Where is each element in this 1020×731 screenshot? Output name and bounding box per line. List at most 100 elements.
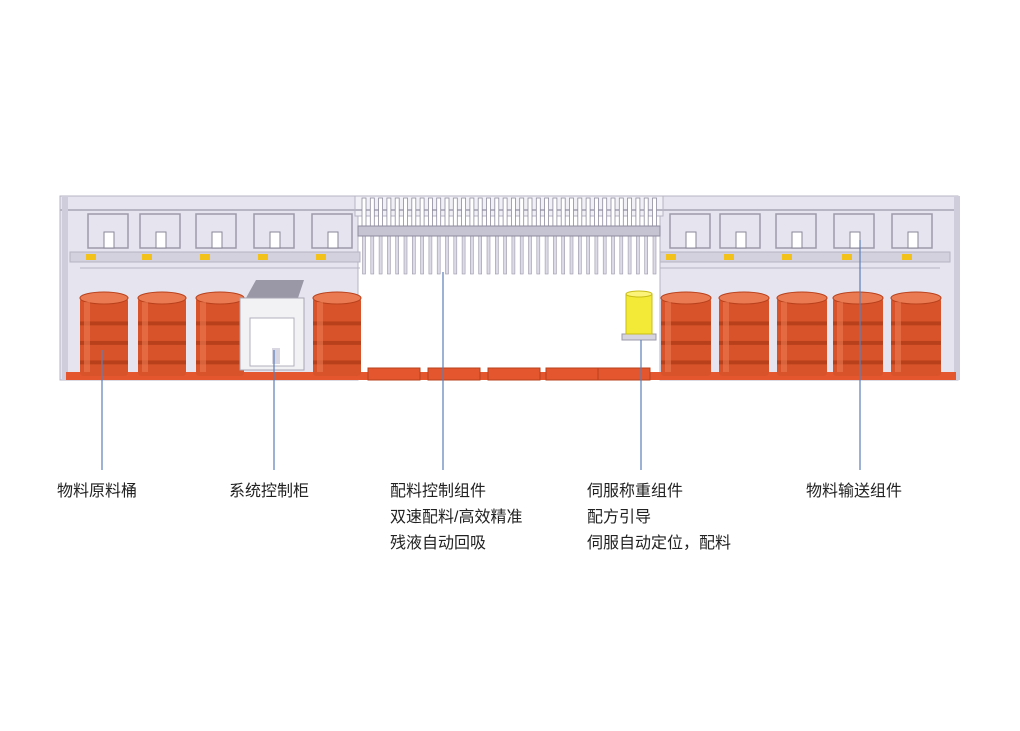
drum-hoop: [138, 321, 186, 326]
nozzle-tube: [644, 233, 649, 275]
callout-raw-barrel: 物料原料桶: [57, 479, 137, 505]
callout-line: 系统控制柜: [229, 483, 310, 500]
drum-hoop: [833, 360, 883, 365]
nozzle-tube: [378, 233, 383, 275]
nozzle-tube: [553, 233, 557, 275]
leader-lines: [101, 240, 861, 470]
nozzle-tube: [611, 233, 615, 275]
nozzle-tube: [370, 233, 375, 275]
gantry-carriage: [791, 231, 803, 249]
drum: [137, 291, 187, 376]
dosing-nozzle-array: [357, 197, 661, 275]
gantry-carriage: [211, 231, 223, 249]
position-marker: [782, 254, 792, 260]
drum-hoop: [777, 340, 827, 345]
nozzle-tube: [436, 233, 441, 275]
callout-conveying-assembly: 物料输送组件: [806, 479, 902, 505]
drum-hoop: [833, 340, 883, 345]
bucket-rim: [625, 290, 653, 298]
cabinet-top: [246, 280, 304, 298]
nozzle-tube: [395, 233, 400, 275]
drum-hoop: [891, 321, 941, 326]
drum-body: [833, 298, 883, 376]
position-marker: [200, 254, 210, 260]
nozzle-tube: [519, 233, 524, 275]
callout-line: 物料输送组件: [806, 483, 903, 500]
drum-hoop: [661, 340, 711, 345]
nozzle-tube: [428, 233, 433, 275]
drum-body: [80, 298, 128, 376]
drum-hoop: [80, 340, 128, 345]
drum-hoop: [138, 360, 186, 365]
nozzle-tube: [403, 233, 408, 275]
callout-servo-weighing: 伺服称重组件 配方引导 伺服自动定位，配料: [587, 479, 731, 557]
callout-line: 残液自动回吸: [390, 535, 487, 552]
callout-line: 双速配料/高效精准: [390, 509, 523, 526]
gantry-carriage: [103, 231, 115, 249]
conveyor-plate: [427, 367, 481, 381]
nozzle-tube: [511, 233, 516, 275]
nozzle-tube: [636, 233, 640, 275]
nozzle-tube: [528, 233, 532, 275]
position-marker: [142, 254, 152, 260]
conveyor-plate: [487, 367, 541, 381]
nozzle-tube: [652, 233, 657, 275]
drum-lid: [776, 291, 828, 305]
callout-dosing-assembly: 配料控制组件 双速配料/高效精准 残液自动回吸: [390, 479, 522, 557]
drum-hoop: [80, 360, 128, 365]
drum-hoop: [313, 340, 361, 345]
nozzle-tube: [586, 233, 590, 275]
nozzle-tube: [453, 233, 458, 275]
drum: [832, 291, 884, 376]
drum-lid: [137, 291, 187, 305]
nozzle-tube: [486, 233, 491, 275]
scale-platform: [621, 333, 657, 341]
drum-body: [196, 298, 244, 376]
position-marker: [258, 254, 268, 260]
nozzle-tube: [619, 233, 624, 275]
conveyor-plate: [367, 367, 421, 381]
gantry-carriage: [849, 231, 861, 249]
drum: [312, 291, 362, 376]
nozzle-tube: [461, 233, 466, 275]
bucket-body: [625, 293, 653, 335]
position-marker: [86, 254, 96, 260]
drum-hoop: [196, 321, 244, 326]
frame-post: [62, 196, 68, 380]
nozzle-tube: [494, 233, 499, 275]
frame-post: [954, 196, 960, 380]
nozzle-tube: [503, 233, 507, 275]
nozzle-tube: [470, 233, 474, 275]
drum-body: [313, 298, 361, 376]
drum-hoop: [719, 360, 769, 365]
drum-hoop: [80, 321, 128, 326]
drum-highlight: [84, 302, 90, 372]
drum-hoop: [833, 321, 883, 326]
drum: [79, 291, 129, 376]
position-marker: [724, 254, 734, 260]
drum-lid: [832, 291, 884, 305]
drum-hoop: [891, 340, 941, 345]
nozzle-tube: [478, 233, 483, 275]
drum: [195, 291, 245, 376]
callout-line: 配方引导: [587, 509, 652, 526]
drum-hoop: [196, 340, 244, 345]
drum-lid: [312, 291, 362, 305]
nozzle-tube: [627, 233, 632, 275]
drum-hoop: [891, 360, 941, 365]
drum-highlight: [665, 302, 671, 372]
callout-control-cabinet: 系统控制柜: [229, 479, 309, 505]
callout-line: 伺服称重组件: [587, 483, 684, 500]
drum-hoop: [661, 321, 711, 326]
drum-lid: [79, 291, 129, 305]
drum: [776, 291, 828, 376]
drum-body: [891, 298, 941, 376]
drum-hoop: [313, 360, 361, 365]
drum: [890, 291, 942, 376]
gantry-carriage: [685, 231, 697, 249]
drum: [718, 291, 770, 376]
position-marker: [842, 254, 852, 260]
drum-body: [777, 298, 827, 376]
